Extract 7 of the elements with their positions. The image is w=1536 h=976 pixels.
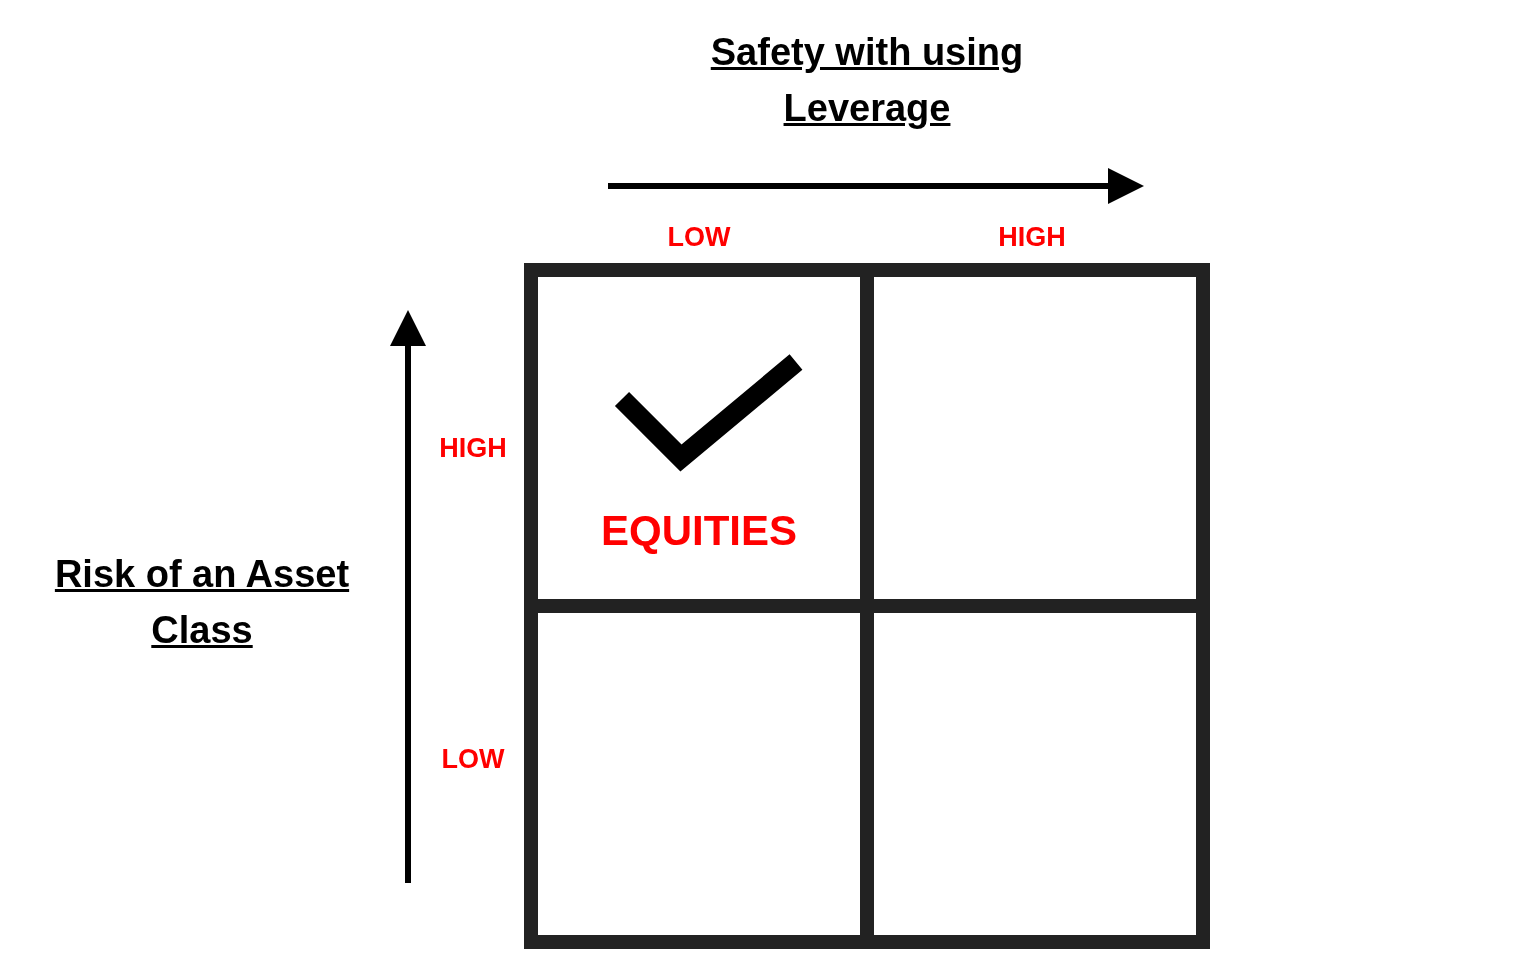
cell-label: EQUITIES [599,507,798,555]
axis-tick-label: HIGH [439,433,507,463]
axis-tick-label: HIGH [998,222,1066,252]
axis-tick-label: LOW [441,744,505,774]
axis-title: Risk of an Asset Class [54,553,350,651]
axis-tick-label: LOW [667,222,731,252]
axis-title: Safety with using Leverage [710,31,1024,129]
